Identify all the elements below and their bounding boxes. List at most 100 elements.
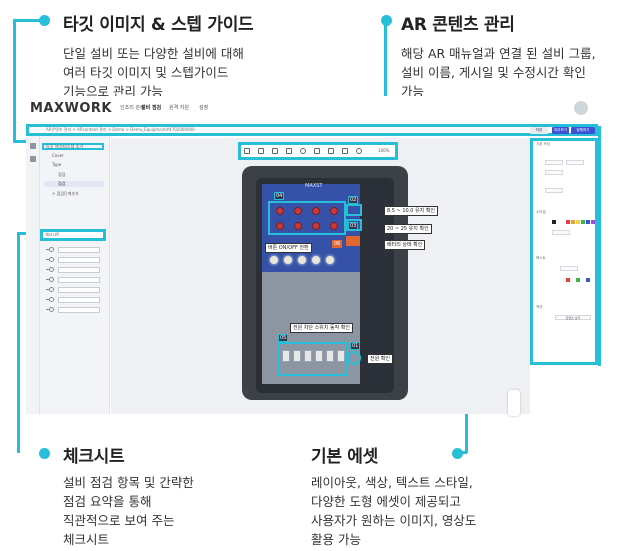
annotation-01[interactable]: 전원 확인 — [367, 354, 393, 364]
device-knob — [276, 207, 284, 215]
device-indicator-light — [326, 256, 334, 264]
checksheet-header — [40, 229, 106, 241]
content-view-button[interactable]: 콘텐츠 보기 — [555, 315, 591, 320]
checksheet-row[interactable] — [46, 307, 102, 313]
device-knob — [330, 207, 338, 215]
device-breaker — [337, 350, 345, 362]
checksheet-row[interactable] — [46, 267, 102, 273]
sidebar-item-cover[interactable]: Cover — [52, 153, 64, 158]
app-logo: MAXWORK — [30, 101, 112, 116]
hotspot-label-03: 03 — [348, 222, 359, 230]
color-swatch[interactable] — [576, 220, 580, 224]
asset-toolbar — [238, 142, 398, 160]
checksheet-callout-dot — [39, 448, 50, 459]
undo-icon[interactable] — [356, 148, 362, 154]
zoom-control[interactable] — [508, 390, 520, 416]
device-indicator-light — [270, 256, 278, 264]
section-action: 액션 — [536, 305, 543, 309]
breadcrumb: AR콘텐츠 관리 > ARcontent 관리 > Demo > Demo_Eq… — [46, 127, 195, 132]
rightpanel-connector — [598, 126, 601, 366]
hotspot-label-05: 05 — [278, 334, 289, 342]
sidebar-add-step[interactable]: + 점검단계추가 — [52, 191, 79, 196]
nav-item-3[interactable]: 설정 — [199, 105, 209, 111]
checksheet-connector-v — [17, 232, 20, 453]
prop-field[interactable] — [566, 160, 584, 165]
section-style: 스타일 — [536, 210, 546, 214]
zoom-level[interactable]: 100% — [378, 148, 390, 153]
sidebar-item-type[interactable]: Type — [52, 162, 62, 167]
target-connector-h — [13, 19, 43, 22]
hotspot-02[interactable] — [346, 204, 362, 216]
arrange-icon[interactable] — [342, 148, 348, 154]
device-knob — [312, 207, 320, 215]
prop-field[interactable] — [545, 160, 563, 165]
text-color-swatch[interactable] — [586, 278, 590, 282]
hotspot-03[interactable] — [346, 219, 362, 231]
device-indicator-light — [312, 256, 320, 264]
device-panel-right — [360, 184, 390, 384]
prop-field[interactable] — [545, 188, 563, 193]
hotspot-05[interactable] — [277, 342, 347, 376]
line-icon[interactable] — [286, 148, 292, 154]
device-knob — [294, 207, 302, 215]
device-breaker — [282, 350, 290, 362]
assets-connector-h2 — [455, 451, 467, 454]
checksheet-callout-desc: 설비 점검 항목 및 간략한 점검 요약을 통해 직관적으로 보여 주는 체크시… — [63, 475, 194, 547]
hotspot-06[interactable] — [346, 236, 360, 246]
video-icon[interactable] — [328, 148, 334, 154]
assets-callout-desc: 레이아웃, 색상, 텍스트 스타일, 다양한 도형 에셋이 제공되고 사용자가 … — [311, 475, 477, 547]
sidebar-item-inspect-1[interactable]: 점검 — [58, 172, 66, 177]
save-button[interactable]: 저장 — [530, 127, 548, 134]
nav-item-1[interactable]: 설비 점검 — [141, 105, 162, 111]
circle-icon[interactable] — [300, 148, 306, 154]
annotation-06[interactable]: 배터리 상태 확인 — [384, 240, 426, 250]
color-swatch[interactable] — [591, 220, 595, 224]
text-color-swatch[interactable] — [576, 278, 580, 282]
device-knob — [330, 222, 338, 230]
device-breaker — [326, 350, 334, 362]
image-icon[interactable] — [314, 148, 320, 154]
color-swatch[interactable] — [566, 220, 570, 224]
device-breaker — [315, 350, 323, 362]
text-color-swatch[interactable] — [566, 278, 570, 282]
prop-field[interactable] — [552, 230, 570, 235]
prop-field[interactable] — [560, 266, 578, 271]
layout-icon[interactable] — [244, 148, 250, 154]
user-avatar[interactable] — [574, 101, 588, 115]
checksheet-row[interactable] — [46, 257, 102, 263]
hotspot-04[interactable] — [268, 201, 346, 235]
target-connector-v — [13, 19, 16, 143]
checksheet-row[interactable] — [46, 247, 102, 253]
checksheet-row[interactable] — [46, 287, 102, 293]
checksheet-row[interactable] — [46, 277, 102, 283]
preview-button[interactable]: 미리보기 — [552, 127, 569, 134]
text-icon[interactable] — [258, 148, 264, 154]
annotation-04[interactable]: 버튼 ON/OFF 전환 — [265, 243, 312, 253]
publish-button[interactable]: 발행하기 — [571, 127, 595, 134]
device-knob — [312, 222, 320, 230]
color-swatch[interactable] — [571, 220, 575, 224]
rectangle-icon[interactable] — [272, 148, 278, 154]
prop-field[interactable] — [545, 170, 563, 175]
rail-content-icon[interactable] — [30, 143, 36, 149]
device-knob — [294, 222, 302, 230]
sidebar-item-inspect-2[interactable]: 점검 — [44, 181, 104, 187]
sidebar-header[interactable]: 타깃 이미지/스텝 추가 — [42, 143, 104, 150]
device-brand-plate: MAXST — [305, 183, 323, 189]
annotation-03[interactable]: 20 ~ 25 유지 확인 — [384, 224, 432, 234]
color-swatch[interactable] — [581, 220, 585, 224]
rail-settings-icon[interactable] — [30, 156, 36, 162]
annotation-02[interactable]: 8.5 ~ 10.0 유지 확인 — [384, 206, 439, 216]
hotspot-label-04: 04 — [274, 192, 285, 200]
ar-callout-title: AR 콘텐츠 관리 — [401, 15, 515, 35]
color-swatch[interactable] — [586, 220, 590, 224]
target-callout-desc: 단일 설비 또는 다양한 설비에 대해 여러 타깃 이미지 및 스텝가이드 기능… — [63, 46, 244, 99]
left-rail — [26, 124, 40, 414]
device-indicator-light — [284, 256, 292, 264]
nav-item-0[interactable]: 인조리 관리 — [120, 105, 145, 111]
nav-item-2[interactable]: 원격 지원 — [169, 105, 189, 111]
hotspot-01[interactable] — [347, 351, 361, 365]
color-swatch[interactable] — [552, 220, 556, 224]
checksheet-row[interactable] — [46, 297, 102, 303]
annotation-05[interactable]: 전원 차단 스위치 동작 확인 — [290, 323, 353, 333]
